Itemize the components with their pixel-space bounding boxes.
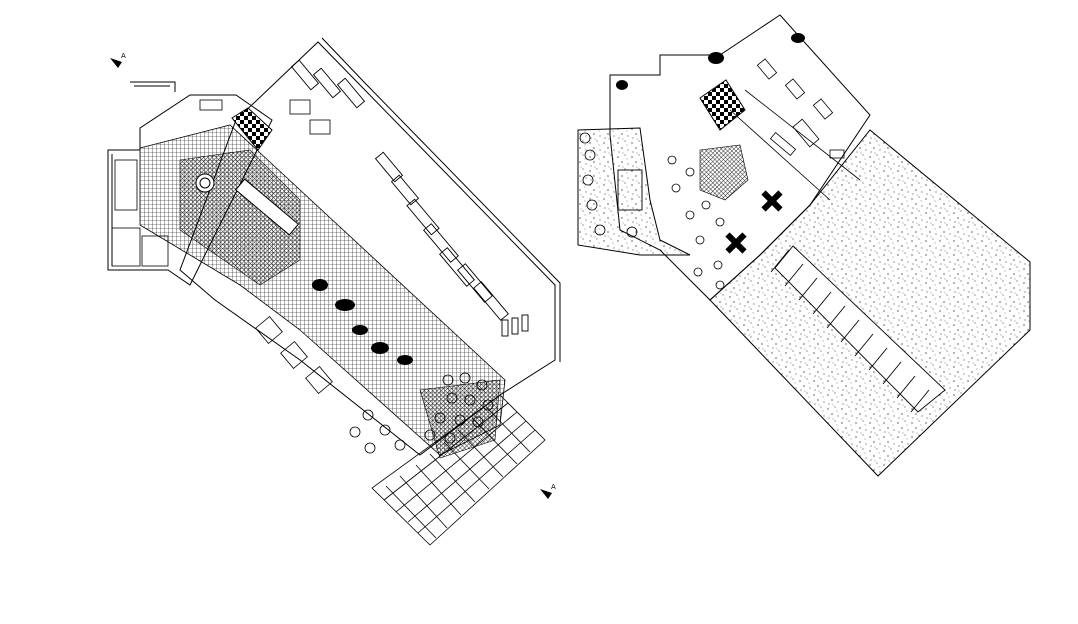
left-floor-plan (107, 37, 561, 546)
central-ramp (234, 178, 300, 236)
ramp (770, 245, 946, 413)
right-floor-plan (577, 14, 1031, 477)
stair-core (699, 79, 746, 131)
fountain (195, 173, 215, 193)
stipple-field (709, 129, 1031, 477)
plaza-checker (419, 379, 501, 459)
north-arrow-label-2: A (551, 483, 556, 491)
office-rooms (111, 99, 333, 395)
cross-tables (725, 190, 783, 254)
planting (312, 279, 413, 365)
right-planting (616, 33, 805, 90)
west-wall-detail (107, 81, 176, 270)
parking-stalls (290, 59, 529, 337)
central-feature (699, 144, 749, 201)
west-garden (577, 127, 691, 256)
outer-boundary-line (321, 37, 561, 362)
west-wing-outline (107, 94, 273, 286)
right-seating (579, 132, 725, 290)
north-arrow-label: A (121, 52, 126, 60)
service-core (231, 107, 273, 151)
meeting-table (617, 169, 643, 211)
north-arrow-left: A (110, 52, 126, 68)
east-wing-furniture (729, 58, 861, 201)
north-arrow-bottom: A (540, 483, 556, 499)
